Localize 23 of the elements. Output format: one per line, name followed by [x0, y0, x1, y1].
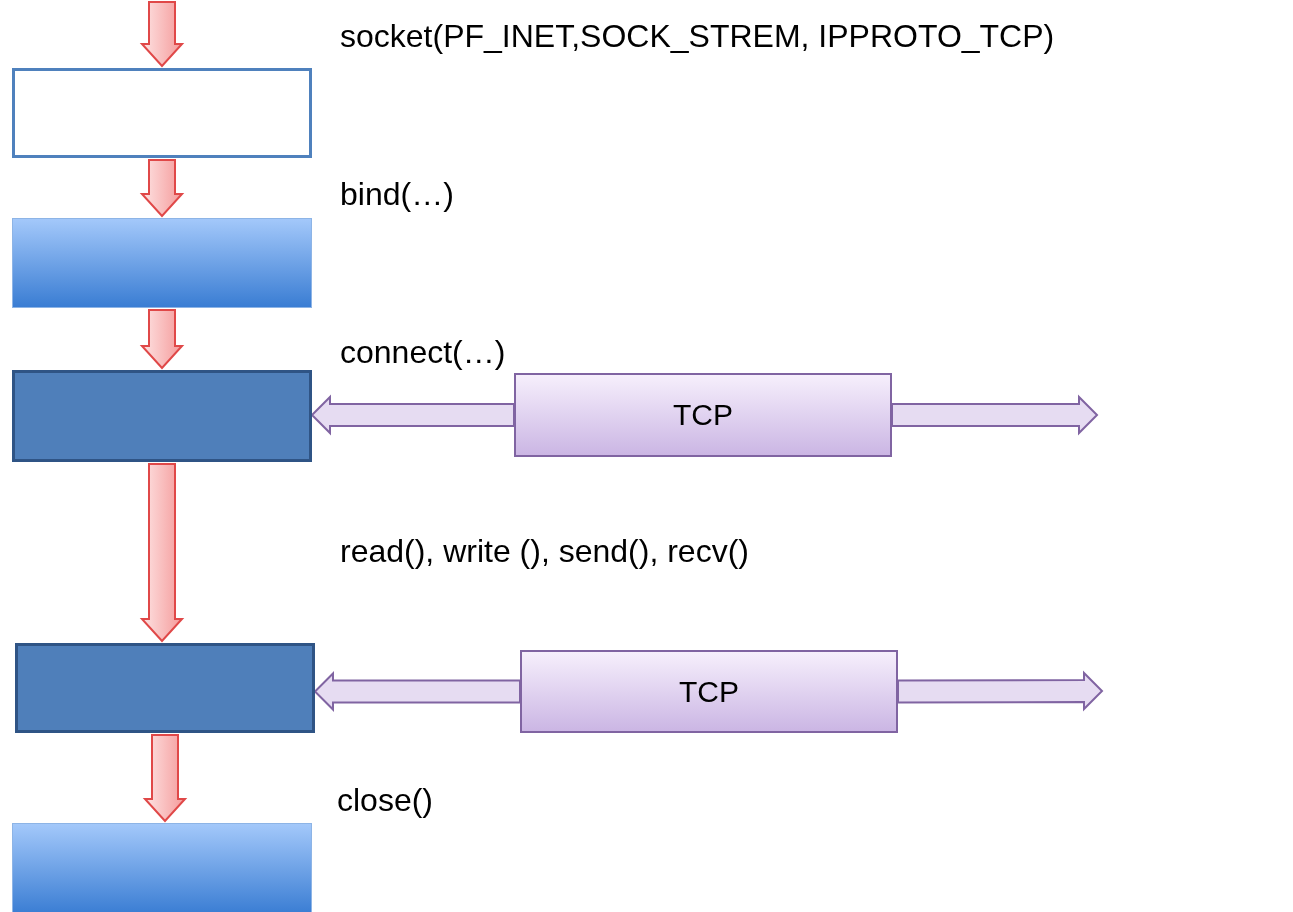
block-arrow	[313, 671, 521, 712]
function-call-label: bind(…)	[340, 176, 454, 213]
block-arrow	[891, 394, 1099, 436]
function-call-label: socket(PF_INET,SOCK_STREM, IPPROTO_TCP)	[340, 18, 1055, 55]
block-arrow	[142, 734, 188, 823]
block-arrow	[139, 309, 185, 370]
protocol-box	[514, 373, 892, 457]
process-rectangle	[12, 823, 312, 912]
function-call-label: connect(…)	[340, 334, 506, 371]
process-rectangle	[12, 68, 312, 158]
function-call-label: read(), write (), send(), recv()	[340, 533, 749, 570]
process-rectangle	[12, 218, 312, 308]
block-arrow	[139, 159, 185, 218]
block-arrow	[139, 463, 185, 643]
box-label: TCP	[673, 398, 733, 432]
function-call-label: close()	[337, 782, 433, 819]
protocol-box	[520, 650, 898, 733]
block-arrow	[310, 394, 515, 436]
process-rectangle	[15, 643, 315, 733]
block-arrow	[139, 1, 185, 68]
box-label: TCP	[679, 674, 739, 709]
block-arrow	[897, 670, 1104, 712]
process-rectangle	[12, 370, 312, 462]
